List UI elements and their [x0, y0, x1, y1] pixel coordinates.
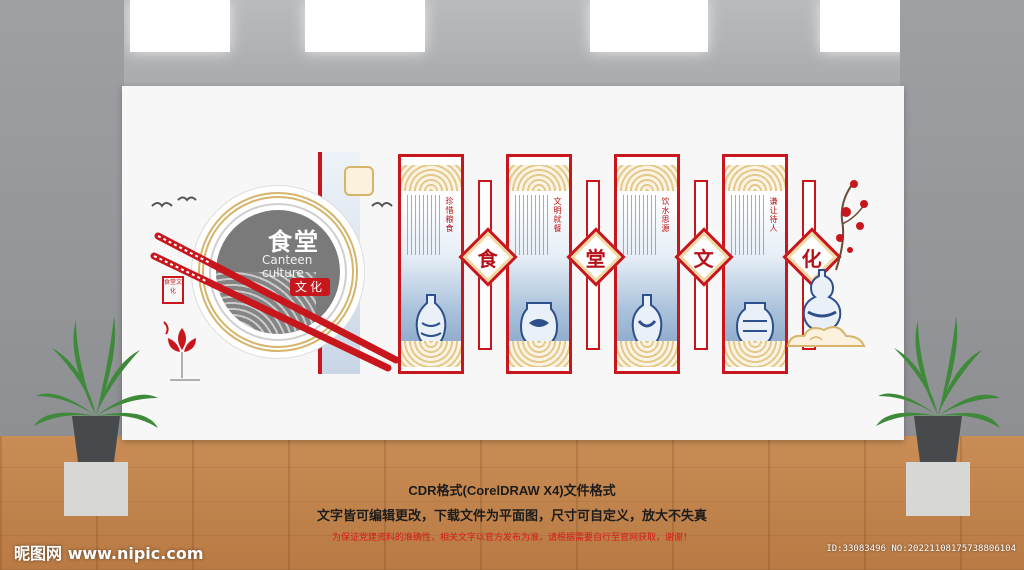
lotus-icon [163, 321, 200, 381]
culture-panel: 珍惜粮食 [398, 154, 464, 374]
potted-plant-icon [876, 316, 1000, 516]
cloud-icon [786, 326, 866, 347]
panel-wave-top [725, 165, 785, 191]
panel-text-block [623, 195, 657, 255]
red-stamp: 食堂文化 [162, 276, 184, 304]
plate-ring [198, 192, 358, 352]
birds-icon [151, 196, 393, 208]
disclaimer-caption: 为保证党建资料的准确性，相关文字以官方发布为准，请根据需要自行至官网获取，谢谢！ [331, 532, 692, 542]
medal-text: 文 [694, 246, 714, 271]
panel-heading: 谦让待人 [769, 197, 778, 233]
culture-panel: 文明就餐 [506, 154, 572, 374]
editable-caption: 文字皆可编辑更改，下载文件为平面图，尺寸可自定义，放大不失真 [316, 508, 707, 523]
panel-wave-top [401, 165, 461, 191]
medal-text: 堂 [586, 246, 606, 271]
panel-wave-bottom [725, 341, 785, 367]
panel-heading: 珍惜粮食 [445, 197, 454, 233]
chopsticks-icon [150, 232, 400, 372]
panel-wave-top [617, 165, 677, 191]
plum-blossom-icon [835, 180, 868, 271]
culture-panel: 谦让待人 [722, 154, 788, 374]
ceiling-light [305, 0, 425, 52]
wooden-floor [0, 436, 1024, 570]
panel-text-block [407, 195, 441, 255]
panel-text-block [515, 195, 549, 255]
ceiling-light [130, 0, 230, 52]
panel-wave-top [509, 165, 569, 191]
left-side-wall [0, 0, 124, 440]
culture-seal: 文化 [290, 278, 330, 296]
title-english: Canteen culture [262, 253, 313, 280]
panel-wave-bottom [509, 341, 569, 367]
image-id-watermark: ID:33083496 NO:20221108175738806104 [826, 544, 1016, 554]
panel-wave-bottom [617, 341, 677, 367]
potted-plant-icon [34, 316, 158, 516]
format-caption: CDR格式(CorelDRAW X4)文件格式 [408, 483, 616, 498]
panel-wave-bottom [401, 341, 461, 367]
decor-octagon [344, 166, 374, 196]
culture-panel: 饮水思源 [614, 154, 680, 374]
site-watermark-logo: 昵图网 www.nipic.com [14, 544, 204, 563]
panel-heading: 饮水思源 [661, 197, 670, 233]
title-chinese: 食堂 [268, 227, 320, 256]
medal-text: 食 [478, 246, 498, 271]
panel-heading: 文明就餐 [553, 197, 562, 233]
panel-text-block [731, 195, 765, 255]
ceiling-light [590, 0, 708, 52]
